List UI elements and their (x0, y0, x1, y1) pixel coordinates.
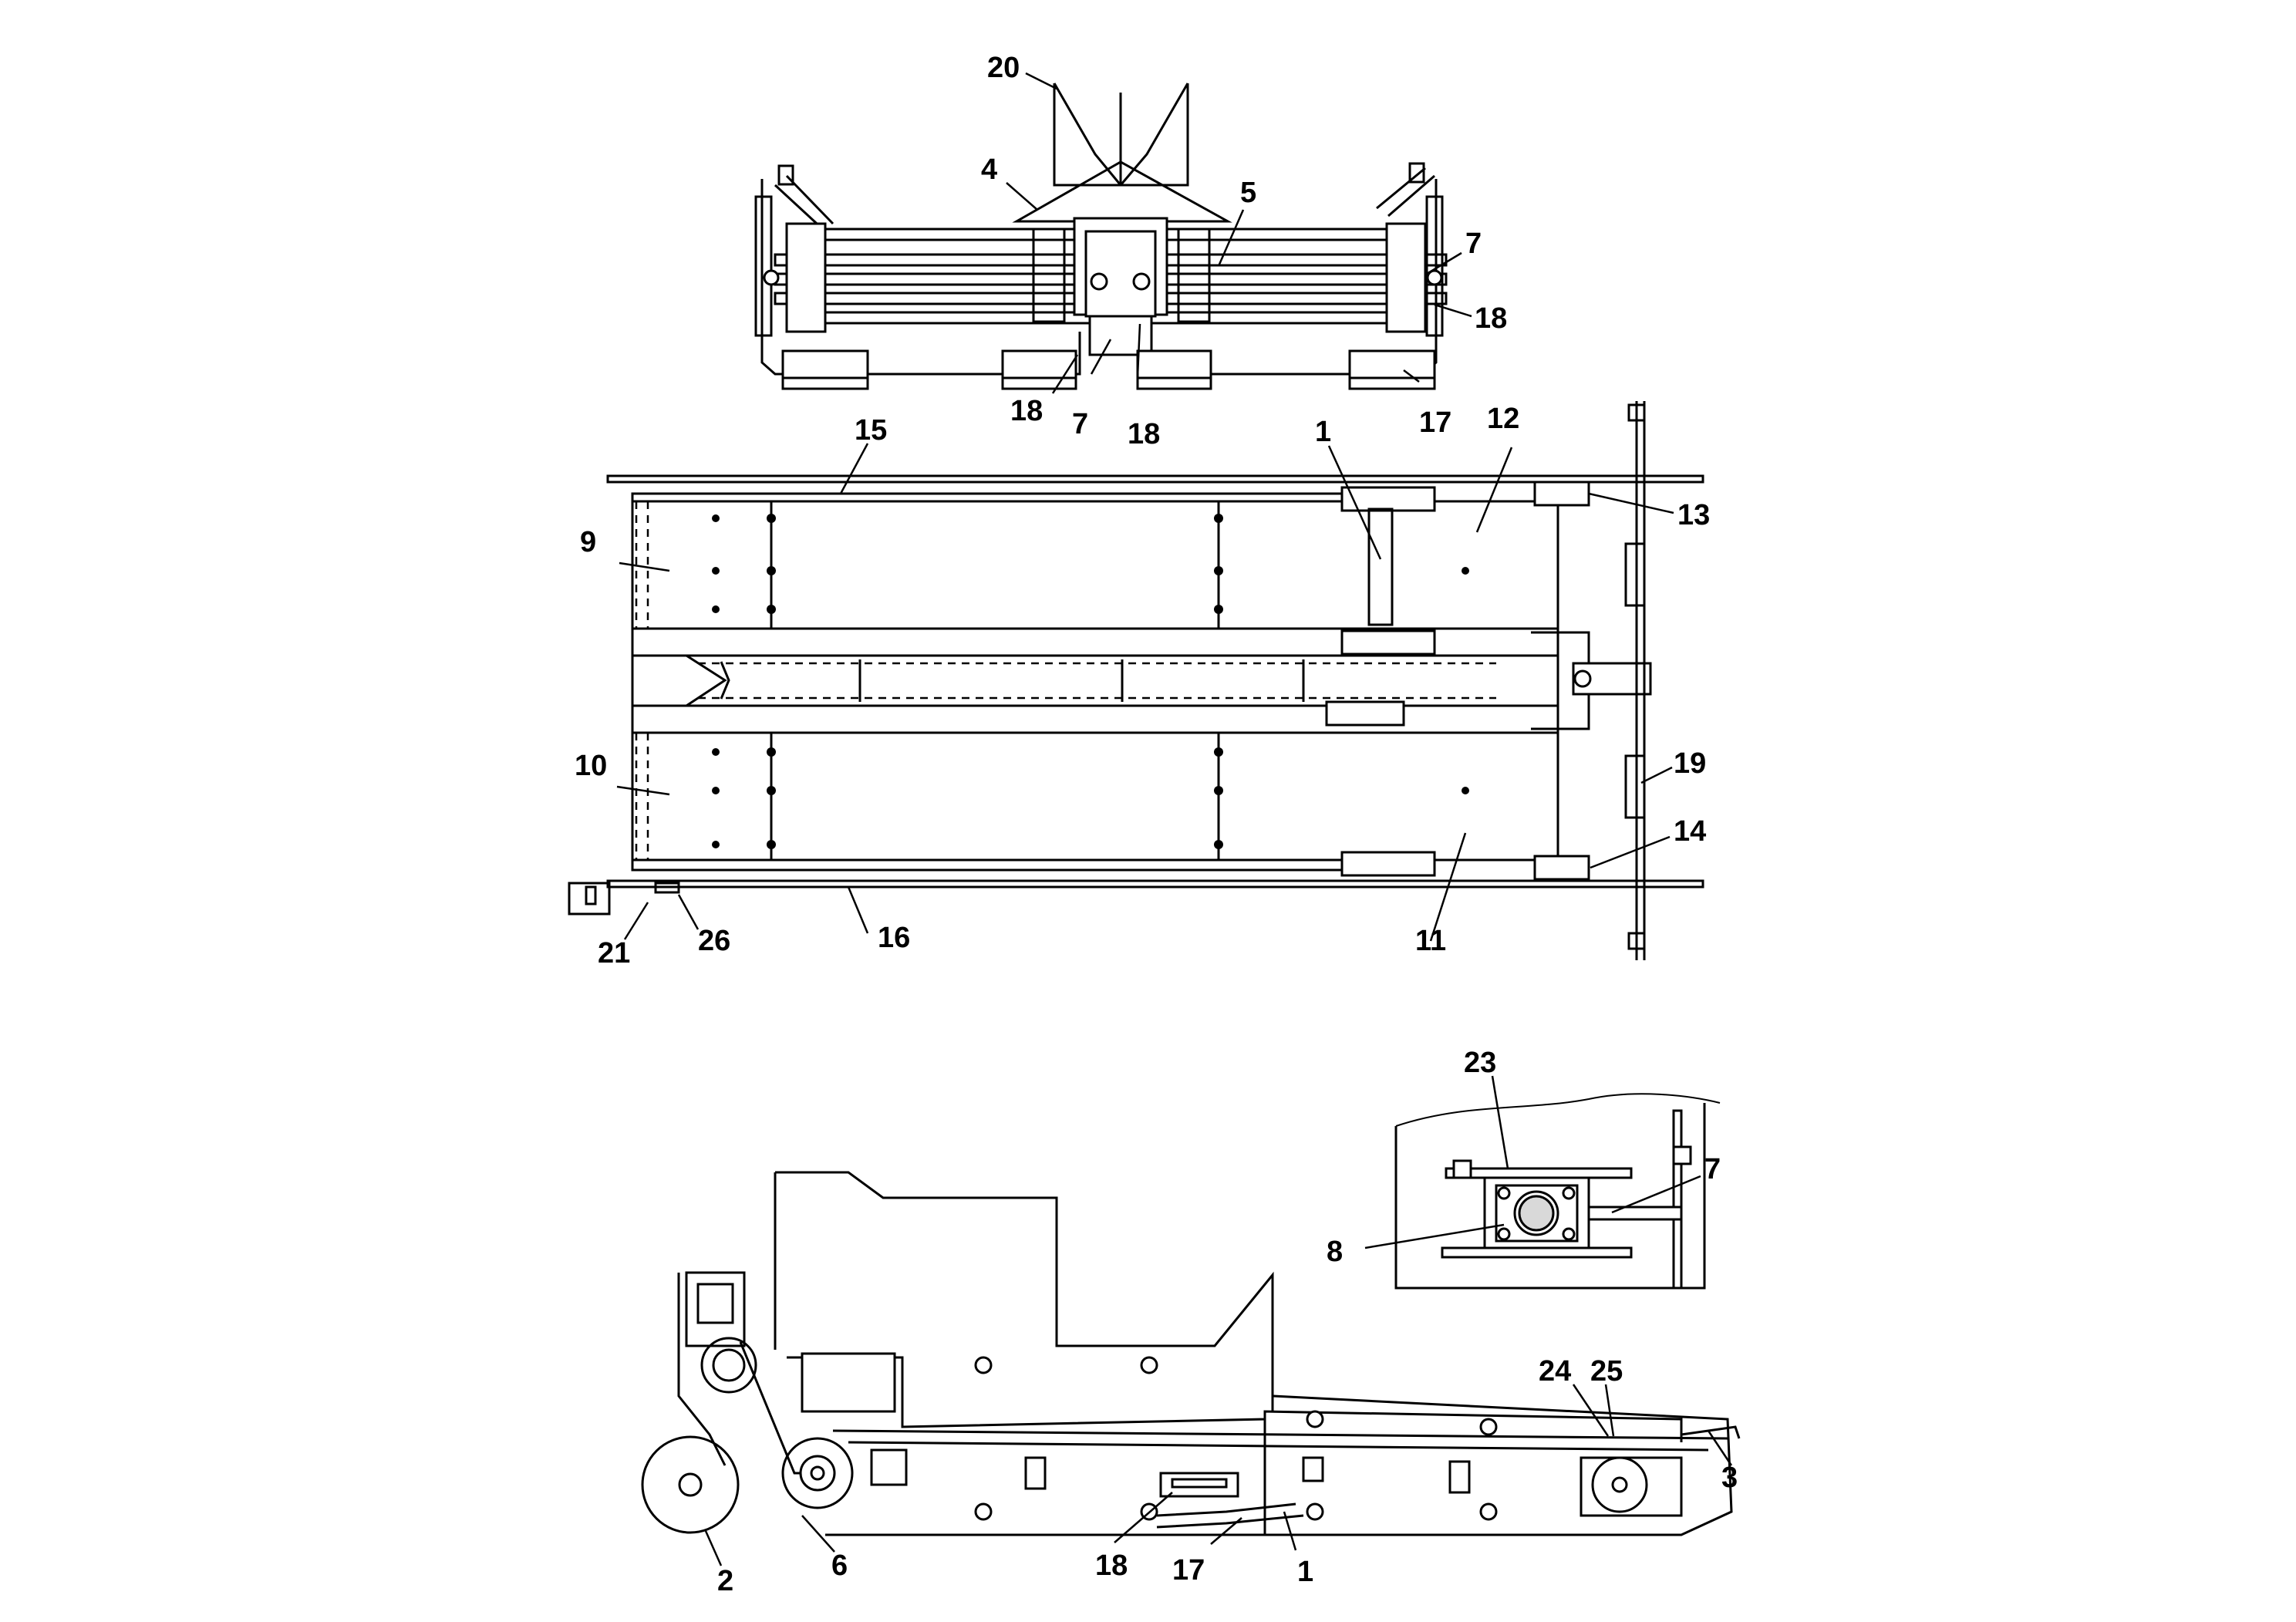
callout-13: 13 (1677, 499, 1710, 531)
callout-7-detail: 7 (1704, 1153, 1721, 1185)
callout-20: 20 (987, 52, 1020, 84)
callout-7-right: 7 (1465, 228, 1482, 260)
callout-10: 10 (575, 750, 607, 782)
callout-4: 4 (981, 153, 997, 186)
callout-18-mid: 18 (1128, 418, 1160, 450)
callout-9: 9 (580, 526, 596, 558)
plan-view (568, 401, 1704, 960)
callout-11: 11 (1415, 925, 1446, 957)
callout-18-right: 18 (1475, 302, 1507, 335)
callout-1-side: 1 (1297, 1556, 1313, 1588)
callout-17-top: 17 (1419, 406, 1451, 439)
callout-26: 26 (698, 925, 730, 957)
callout-12: 12 (1487, 403, 1519, 435)
callout-25: 25 (1590, 1355, 1623, 1388)
callout-19: 19 (1674, 747, 1706, 780)
callout-1-plan: 1 (1315, 416, 1331, 448)
callouts: 20 4 5 7 18 18 7 18 17 15 1 12 13 9 10 1… (575, 52, 1738, 1597)
side-view (641, 1171, 1741, 1536)
callout-7-bottom: 7 (1072, 408, 1088, 440)
callout-6: 6 (831, 1549, 848, 1582)
callout-8: 8 (1327, 1236, 1343, 1268)
callout-14: 14 (1674, 815, 1706, 848)
callout-16: 16 (878, 922, 910, 954)
callout-15: 15 (855, 414, 887, 447)
callout-17-side: 17 (1172, 1554, 1205, 1587)
detail-view (1394, 1093, 1721, 1290)
top-view (754, 83, 1448, 390)
callout-24: 24 (1539, 1355, 1571, 1388)
callout-5: 5 (1240, 177, 1256, 209)
callout-18-side: 18 (1095, 1549, 1128, 1582)
callout-23: 23 (1464, 1047, 1496, 1079)
callout-21: 21 (598, 937, 630, 969)
callout-18-left: 18 (1010, 395, 1043, 427)
leader-lines (616, 72, 1733, 1566)
callout-2: 2 (717, 1565, 733, 1597)
callout-3: 3 (1721, 1462, 1738, 1494)
